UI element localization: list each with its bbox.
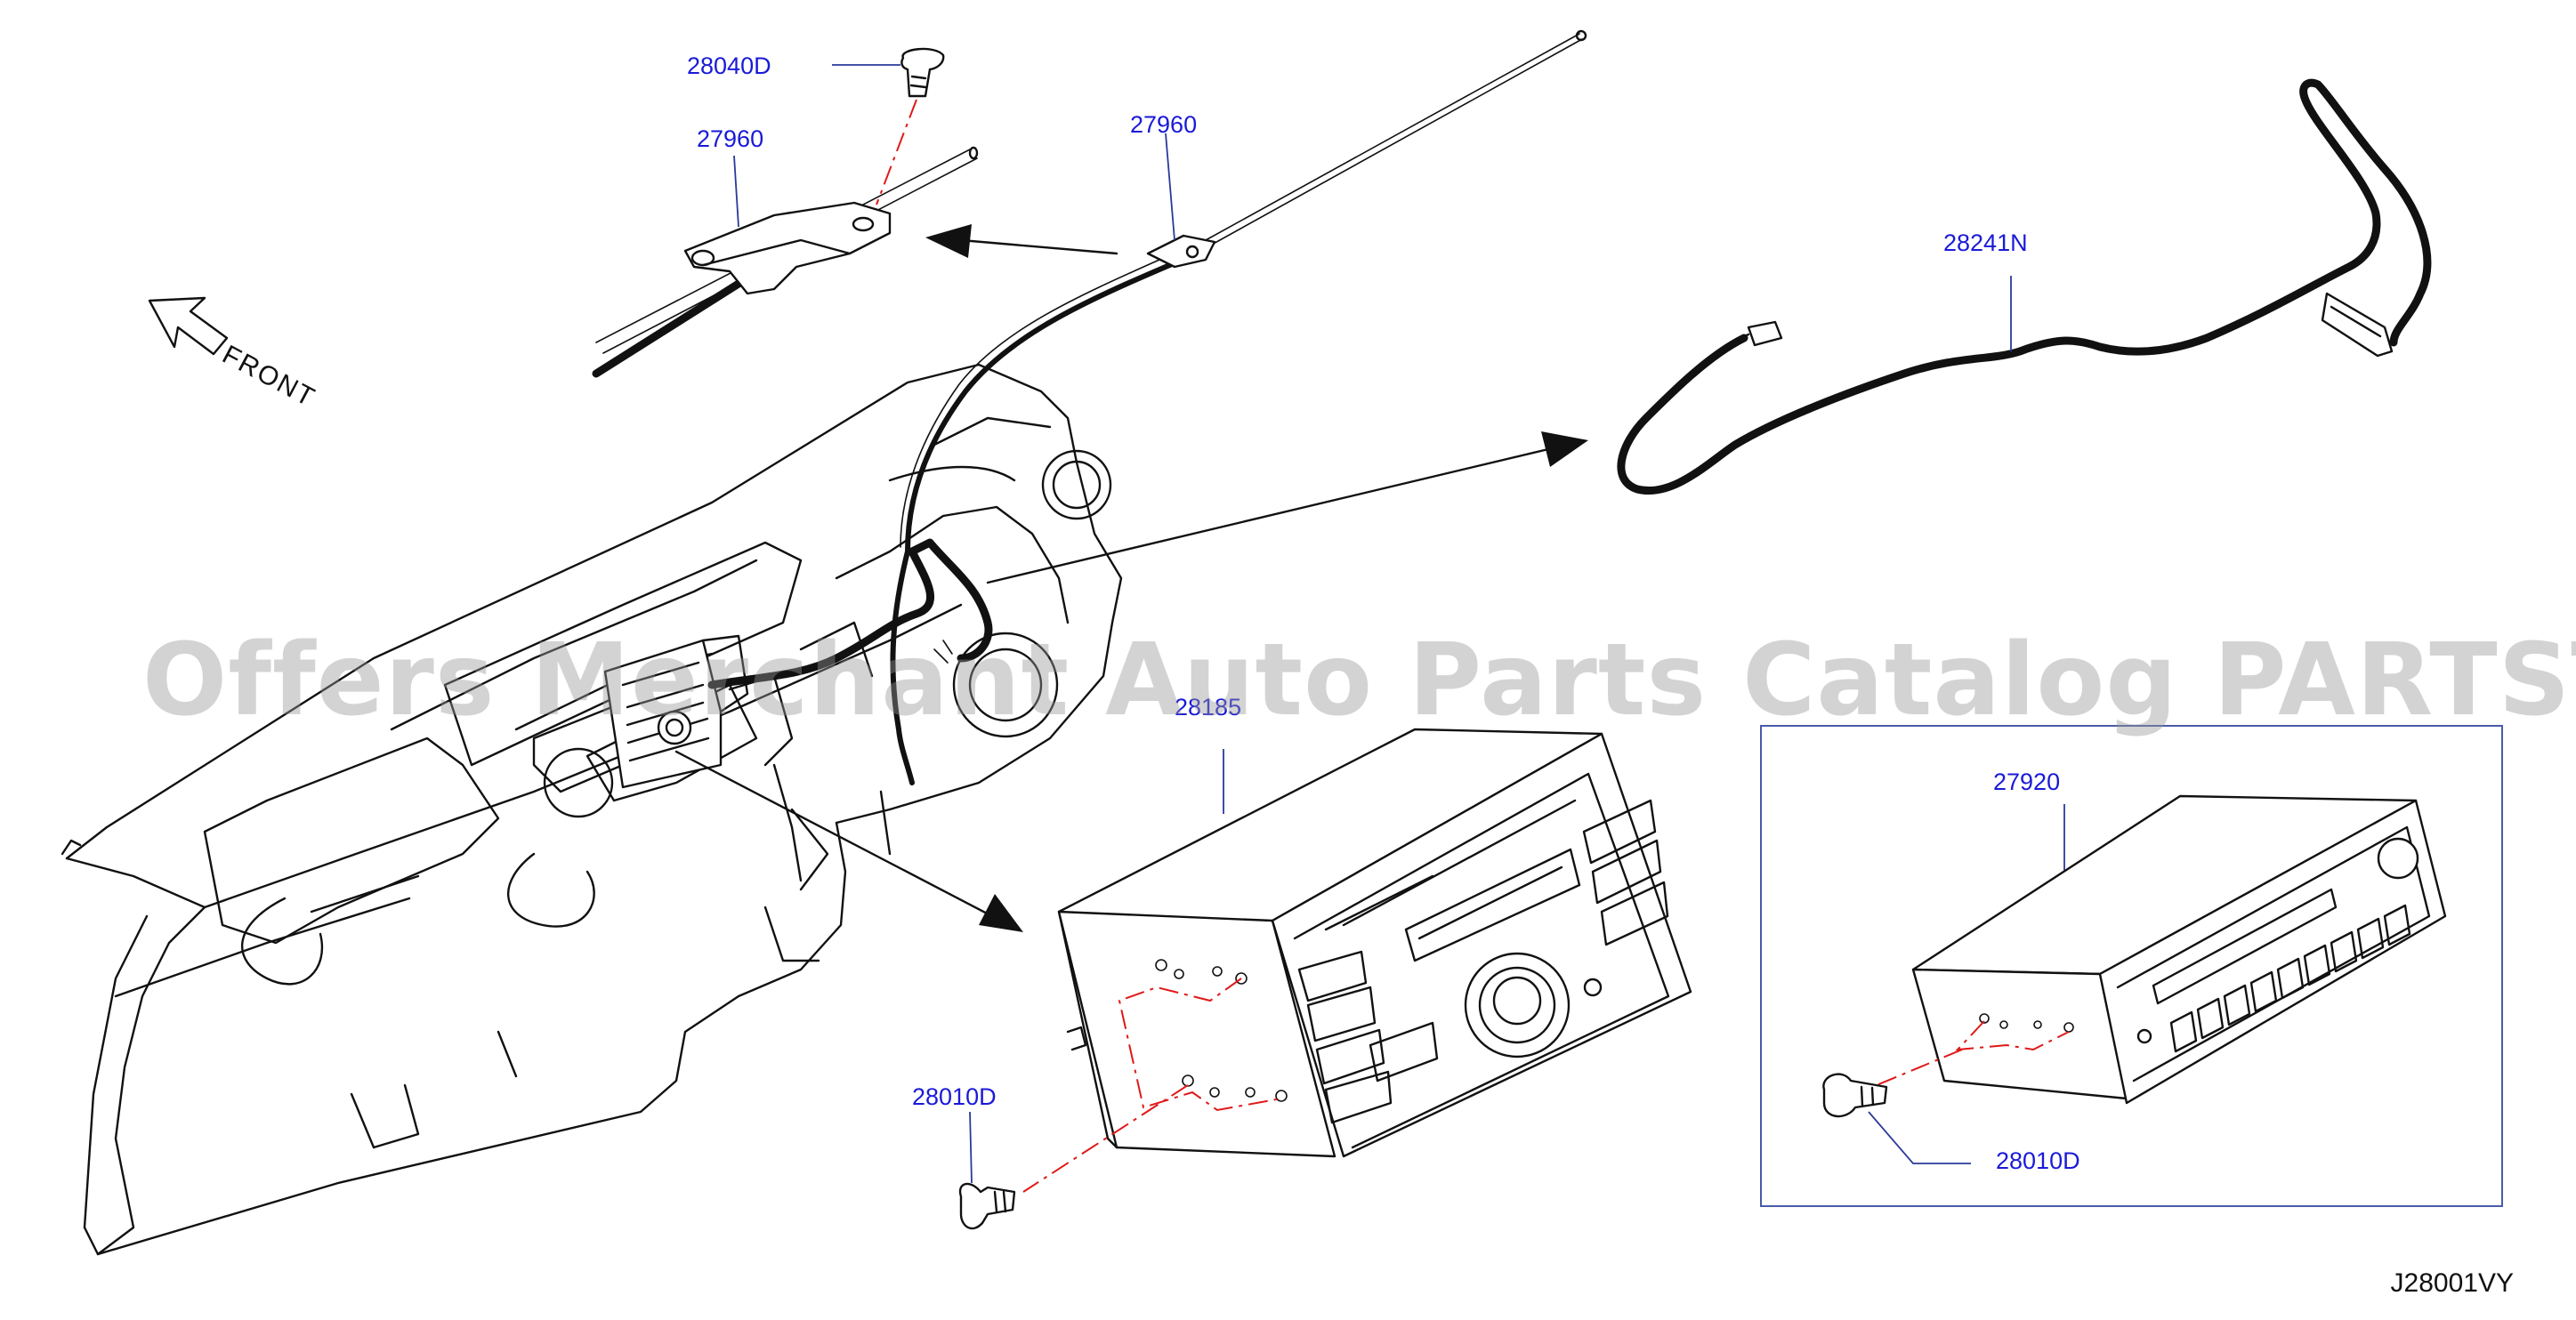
part-label-28241n[interactable]: 28241N <box>1943 229 2028 256</box>
part-label-28040d[interactable]: 28040D <box>687 52 771 79</box>
mounting-center-line-main <box>1118 978 1282 1112</box>
feeder-cable-drawing <box>1617 78 2432 495</box>
clip-28040d-drawing <box>900 47 945 98</box>
front-arrow-icon <box>148 296 229 356</box>
audio-unit-28185-drawing <box>1057 728 1692 1158</box>
pointer-arrows <box>674 224 1588 932</box>
antenna-cable-drop <box>890 549 915 785</box>
antenna-rod-drawing <box>1146 29 1587 269</box>
part-label-27920[interactable]: 27920 <box>1993 769 2061 795</box>
clip-center-line <box>876 99 917 205</box>
part-label-28010d-alt[interactable]: 28010D <box>1996 1147 2080 1174</box>
harness-in-dash <box>707 538 993 689</box>
part-label-28185[interactable]: 28185 <box>1175 694 1242 720</box>
part-label-28010d-main[interactable]: 28010D <box>912 1083 997 1110</box>
antenna-bracket-drawing <box>592 146 979 378</box>
antenna-cable <box>905 251 1199 554</box>
watermark-text: Offers Merchant Auto Parts Catalog PARTS… <box>142 623 2576 738</box>
screw-center-line-main <box>1022 1084 1189 1193</box>
leader-lines <box>733 64 2065 1184</box>
diagram-code: J28001VY <box>2390 1268 2514 1298</box>
instrument-panel-drawing <box>61 363 1123 1256</box>
screw-center-line-alt <box>1854 1049 1963 1095</box>
part-label-27960-antenna[interactable]: 27960 <box>1130 111 1198 138</box>
screw-28010d-alt-drawing <box>1822 1073 1888 1118</box>
alternate-unit-inset-frame <box>1760 725 2503 1207</box>
part-label-27960-bracket[interactable]: 27960 <box>697 125 764 152</box>
audio-unit-27920-drawing <box>1911 794 2447 1105</box>
screw-28010d-main-drawing <box>958 1182 1016 1230</box>
mounting-center-line-alt <box>1955 1020 2070 1051</box>
installed-audio-unit-drawing <box>603 634 749 789</box>
